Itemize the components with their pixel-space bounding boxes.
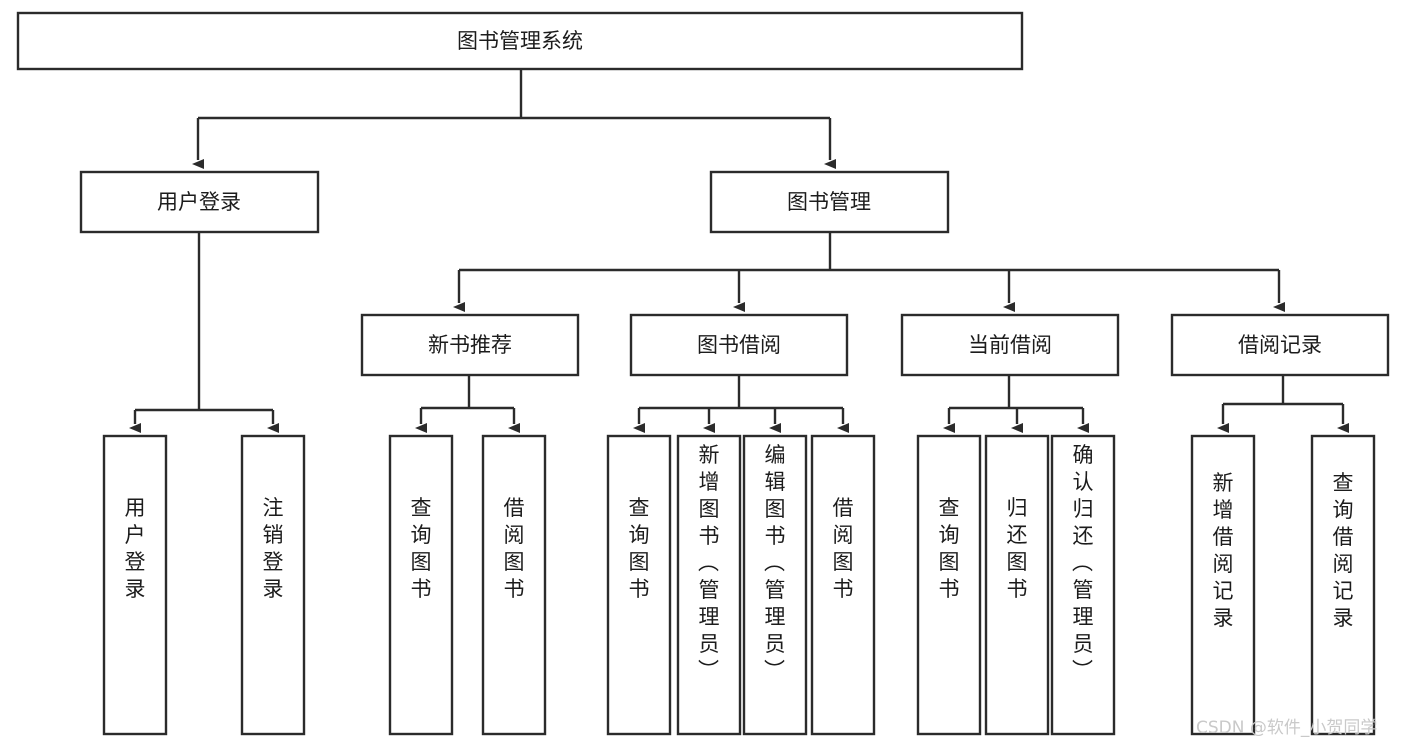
node-root[interactable]: 图书管理系统 xyxy=(16,11,1024,71)
node-query-book-3[interactable]: 查询图书 xyxy=(916,434,982,736)
node-book-borrow-label: 图书借阅 xyxy=(697,333,781,357)
node-add-borrow-record-label: 新增借阅记录 xyxy=(1213,471,1234,630)
csdn-watermark: CSDN @软件_小贺同学 xyxy=(1196,718,1377,738)
node-query-borrow-record-label: 查询借阅记录 xyxy=(1333,471,1354,630)
node-query-book-1-label: 查询图书 xyxy=(411,496,432,601)
node-book-manage-label: 图书管理 xyxy=(787,190,871,214)
node-user-login-do[interactable]: 用户登录 xyxy=(102,434,168,736)
node-add-book-admin-label: 新增图书（管理员） xyxy=(698,443,720,683)
node-current-borrow-label: 当前借阅 xyxy=(968,333,1052,357)
node-borrow-record[interactable]: 借阅记录 xyxy=(1170,313,1390,377)
node-new-book-recommend-label: 新书推荐 xyxy=(428,333,512,357)
node-borrow-record-label: 借阅记录 xyxy=(1238,333,1322,357)
node-confirm-return-admin-label: 确认归还（管理员） xyxy=(1072,443,1094,683)
node-edit-book-admin[interactable]: 编辑图书（管理员） xyxy=(742,434,808,736)
node-borrow-book-1[interactable]: 借阅图书 xyxy=(481,434,547,736)
node-query-book-1[interactable]: 查询图书 xyxy=(388,434,454,736)
connectors-group xyxy=(129,69,1349,433)
node-root-label: 图书管理系统 xyxy=(457,29,583,53)
node-confirm-return-admin[interactable]: 确认归还（管理员） xyxy=(1050,434,1116,736)
node-user-logout[interactable]: 注销登录 xyxy=(240,434,306,736)
node-add-borrow-record[interactable]: 新增借阅记录 xyxy=(1190,434,1256,736)
node-query-borrow-record[interactable]: 查询借阅记录 xyxy=(1310,434,1376,736)
node-user-login-do-label: 用户登录 xyxy=(125,496,146,601)
node-new-book-recommend[interactable]: 新书推荐 xyxy=(360,313,580,377)
node-return-book-label: 归还图书 xyxy=(1007,496,1028,601)
node-borrow-book-2-label: 借阅图书 xyxy=(833,496,854,601)
node-current-borrow[interactable]: 当前借阅 xyxy=(900,313,1120,377)
node-add-book-admin[interactable]: 新增图书（管理员） xyxy=(676,434,742,736)
node-return-book[interactable]: 归还图书 xyxy=(984,434,1050,736)
node-query-book-3-label: 查询图书 xyxy=(939,496,960,601)
node-query-book-2[interactable]: 查询图书 xyxy=(606,434,672,736)
node-user-login-label: 用户登录 xyxy=(157,190,241,214)
node-borrow-book-2[interactable]: 借阅图书 xyxy=(810,434,876,736)
node-user-login[interactable]: 用户登录 xyxy=(79,170,320,234)
node-query-book-2-label: 查询图书 xyxy=(629,496,650,601)
node-book-manage[interactable]: 图书管理 xyxy=(709,170,950,234)
node-edit-book-admin-label: 编辑图书（管理员） xyxy=(764,443,786,683)
node-user-logout-label: 注销登录 xyxy=(263,496,284,601)
node-book-borrow[interactable]: 图书借阅 xyxy=(629,313,849,377)
node-borrow-book-1-label: 借阅图书 xyxy=(504,496,525,601)
